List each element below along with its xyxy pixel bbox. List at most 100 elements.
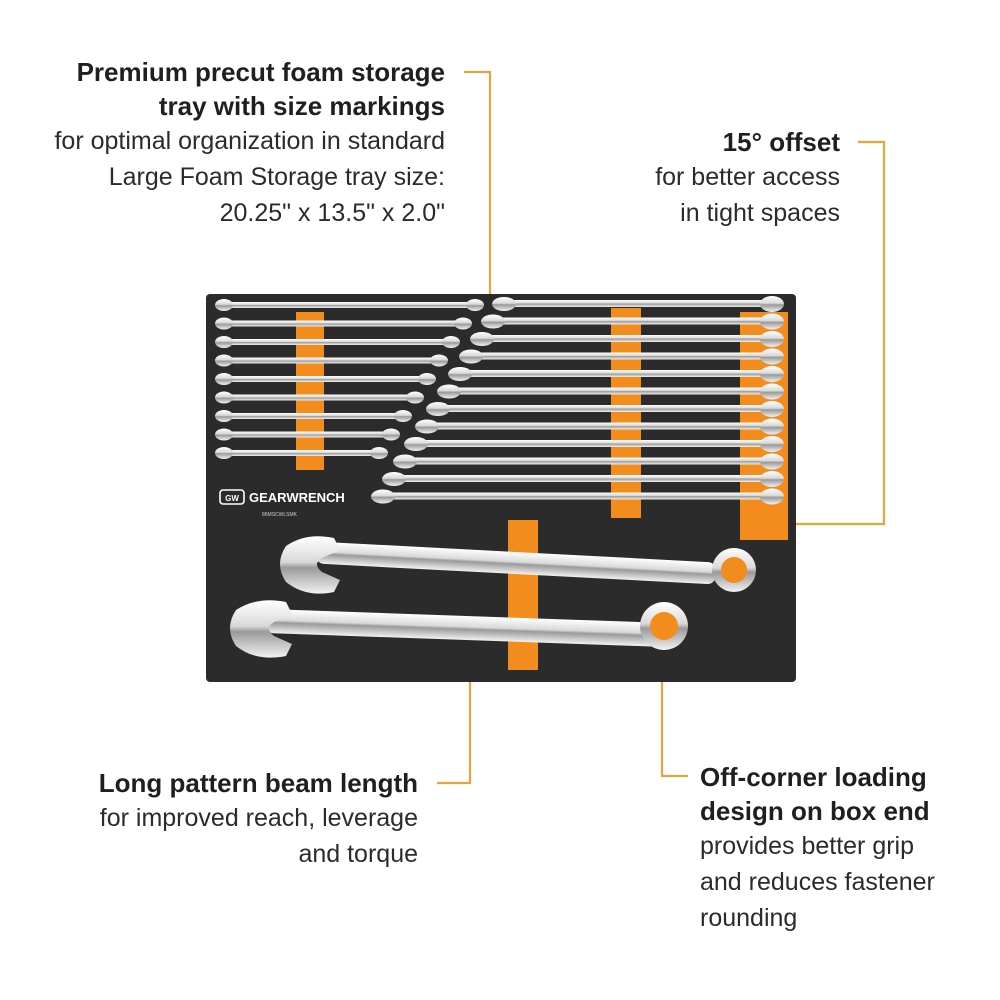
medium-wrench-beam bbox=[383, 492, 772, 500]
part-number: 86MSCWLSMK bbox=[262, 512, 298, 518]
small-wrench bbox=[215, 317, 472, 330]
small-wrench-beam bbox=[220, 413, 403, 419]
large-wrench-upper-box-insert bbox=[721, 557, 747, 583]
small-wrench-open-end bbox=[454, 317, 472, 330]
medium-wrench-box-end bbox=[760, 436, 784, 452]
medium-wrench-box-end bbox=[760, 453, 784, 470]
medium-wrench-beam bbox=[416, 440, 772, 447]
callout-beam: Long pattern beam length for improved re… bbox=[18, 766, 418, 872]
medium-wrench-open-end bbox=[415, 419, 439, 434]
right-wrench-group bbox=[371, 296, 784, 505]
small-wrench bbox=[215, 336, 460, 348]
small-wrench-beam bbox=[220, 394, 415, 401]
medium-wrench-open-end bbox=[470, 332, 494, 346]
small-wrench-box-end bbox=[215, 317, 233, 330]
large-wrench-upper-open-end bbox=[280, 536, 340, 594]
medium-wrench-beam bbox=[504, 300, 772, 307]
medium-wrench-box-end bbox=[760, 383, 784, 400]
brand-logo: GW GEARWRENCH 86MSCWLSMK bbox=[219, 489, 345, 518]
medium-wrench-box-end bbox=[760, 401, 784, 417]
medium-wrench-box-end bbox=[760, 331, 784, 347]
medium-wrench bbox=[371, 488, 784, 505]
medium-wrench-box-end bbox=[760, 418, 784, 435]
orange-insert-center bbox=[508, 520, 538, 670]
callout-foam-tray-title-line2: tray with size markings bbox=[158, 91, 445, 121]
offset-leader bbox=[768, 140, 886, 526]
medium-wrench bbox=[470, 331, 784, 347]
callout-off-corner: Off-corner loading design on box end pro… bbox=[700, 760, 990, 936]
small-wrench-open-end bbox=[442, 336, 460, 348]
large-wrench-lower-box-insert bbox=[650, 612, 678, 640]
medium-wrench-beam bbox=[394, 475, 772, 482]
callout-off-corner-desc-line1: provides better grip bbox=[700, 832, 915, 860]
medium-wrench-open-end bbox=[382, 472, 406, 486]
medium-wrench-open-end bbox=[371, 489, 395, 504]
medium-wrench bbox=[393, 453, 784, 470]
medium-wrench bbox=[492, 296, 784, 312]
brand-name: GEARWRENCH bbox=[249, 490, 345, 505]
medium-wrench-open-end bbox=[481, 314, 505, 329]
small-wrench-open-end bbox=[418, 373, 436, 385]
small-wrench-box-end bbox=[215, 336, 233, 348]
small-wrench bbox=[215, 447, 388, 459]
small-wrench-open-end bbox=[430, 354, 448, 367]
medium-wrench-open-end bbox=[448, 367, 472, 381]
small-wrench bbox=[215, 428, 400, 441]
medium-wrench-box-end bbox=[760, 348, 784, 365]
small-wrench-box-end bbox=[215, 410, 233, 422]
medium-wrench-open-end bbox=[426, 402, 450, 416]
medium-wrench bbox=[448, 366, 784, 382]
orange-insert-right bbox=[611, 308, 641, 518]
large-wrench-lower-open-end bbox=[230, 600, 292, 658]
medium-wrench bbox=[404, 436, 784, 452]
medium-wrench-open-end bbox=[492, 297, 516, 311]
brand-badge-text: GW bbox=[225, 494, 239, 503]
callout-offset: 15° offset for better access in tight sp… bbox=[580, 125, 840, 231]
medium-wrench bbox=[459, 348, 784, 365]
callout-off-corner-desc-line3: rounding bbox=[700, 904, 798, 932]
large-wrench-lower-beam bbox=[265, 609, 667, 647]
large-wrench-upper bbox=[280, 536, 756, 594]
callout-beam-desc-line1: for improved reach, leverage bbox=[99, 804, 418, 832]
medium-wrench-box-end bbox=[760, 366, 784, 382]
medium-wrench bbox=[481, 313, 784, 330]
small-wrench-beam bbox=[220, 302, 475, 308]
brand-badge bbox=[219, 489, 245, 505]
small-wrench-box-end bbox=[215, 428, 233, 441]
medium-wrench-open-end bbox=[393, 454, 417, 469]
callout-off-corner-desc-line2: and reduces fastener bbox=[700, 868, 935, 896]
small-wrench-open-end bbox=[394, 410, 412, 422]
small-wrench bbox=[215, 391, 424, 404]
medium-wrench-box-end bbox=[760, 471, 784, 487]
callout-offset-desc-line1: for better access bbox=[655, 163, 840, 191]
callout-offset-desc-line2: in tight spaces bbox=[680, 199, 840, 227]
medium-wrench bbox=[382, 471, 784, 487]
callout-foam-tray-desc-line2: Large Foam Storage tray size: bbox=[108, 163, 445, 191]
medium-wrench-beam bbox=[493, 317, 772, 325]
small-wrench-beam bbox=[220, 339, 451, 345]
medium-wrench-beam bbox=[427, 422, 772, 430]
medium-wrench bbox=[437, 383, 784, 400]
small-wrench-box-end bbox=[215, 447, 233, 459]
medium-wrench-open-end bbox=[404, 437, 428, 451]
callout-offset-title: 15° offset bbox=[722, 127, 840, 157]
callout-off-corner-title-line2: design on box end bbox=[700, 796, 930, 826]
medium-wrench-beam bbox=[438, 405, 772, 412]
medium-wrench-beam bbox=[405, 457, 772, 465]
small-wrench-open-end bbox=[406, 391, 424, 404]
medium-wrench bbox=[426, 401, 784, 417]
small-wrench bbox=[215, 373, 436, 385]
small-wrench-open-end bbox=[382, 428, 400, 441]
medium-wrench-beam bbox=[482, 335, 772, 342]
small-wrench-beam bbox=[220, 357, 439, 364]
small-wrench-open-end bbox=[370, 447, 388, 459]
left-wrench-group bbox=[215, 299, 484, 459]
large-wrench-lower bbox=[230, 600, 688, 658]
medium-wrench-box-end bbox=[760, 488, 784, 505]
small-wrench-beam bbox=[220, 431, 391, 438]
callout-beam-title: Long pattern beam length bbox=[98, 768, 418, 798]
medium-wrench-open-end bbox=[437, 384, 461, 399]
beam-leader bbox=[437, 648, 472, 785]
medium-wrench bbox=[415, 418, 784, 435]
small-wrench-box-end bbox=[215, 299, 233, 311]
